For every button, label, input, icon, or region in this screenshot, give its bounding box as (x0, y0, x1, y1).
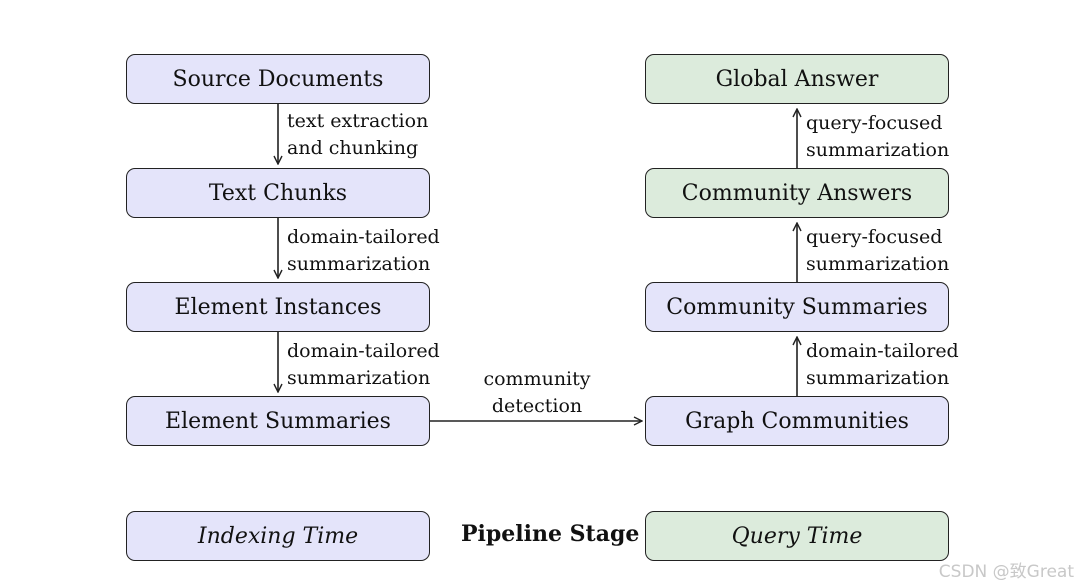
label-text-extraction: text extraction and chunking (287, 110, 429, 159)
legend-query-time: Query Time (645, 511, 949, 561)
label-domain-tailored-2: domain-tailored summarization (287, 340, 440, 389)
box-community-summaries: Community Summaries (645, 282, 949, 332)
label-community-detection: community detection (483, 368, 591, 417)
label-query-focused-1: query-focused summarization (806, 112, 950, 161)
label-domain-tailored-right: domain-tailored summarization (806, 340, 959, 389)
box-element-instances: Element Instances (126, 282, 430, 332)
label-domain-tailored-1: domain-tailored summarization (287, 226, 440, 275)
legend-indexing-time: Indexing Time (126, 511, 430, 561)
box-text-chunks: Text Chunks (126, 168, 430, 218)
box-community-answers: Community Answers (645, 168, 949, 218)
label-query-focused-2: query-focused summarization (806, 226, 950, 275)
legend-pipeline-stage: Pipeline Stage (461, 521, 640, 547)
box-global-answer: Global Answer (645, 54, 949, 104)
box-graph-communities: Graph Communities (645, 396, 949, 446)
box-element-summaries: Element Summaries (126, 396, 430, 446)
box-source-documents: Source Documents (126, 54, 430, 104)
watermark: CSDN @致Great (938, 562, 1074, 582)
